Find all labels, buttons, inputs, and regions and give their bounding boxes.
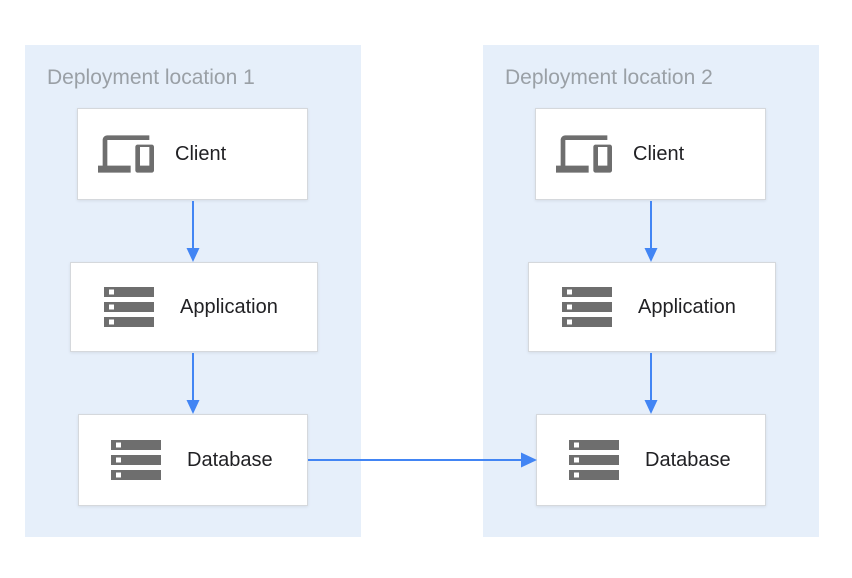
deployment-location-1-panel: Deployment location 1 Client Application <box>25 45 361 537</box>
storage-icon <box>99 277 159 337</box>
node-client-2: Client <box>535 108 766 200</box>
node-label: Client <box>175 142 227 165</box>
node-label: Database <box>645 448 731 471</box>
deployment-location-2-title: Deployment location 2 <box>505 66 713 89</box>
devices-icon <box>98 126 154 182</box>
node-application-2: Application <box>528 262 776 352</box>
devices-icon <box>556 126 612 182</box>
node-label: Database <box>187 448 273 471</box>
node-label: Client <box>633 142 685 165</box>
deployment-location-1-title: Deployment location 1 <box>47 66 255 89</box>
node-database-2: Database <box>536 414 766 506</box>
node-client-1: Client <box>77 108 308 200</box>
node-database-1: Database <box>78 414 308 506</box>
storage-icon <box>557 277 617 337</box>
storage-icon <box>564 430 624 490</box>
deployment-location-2-panel: Deployment location 2 Client Application <box>483 45 819 537</box>
node-application-1: Application <box>70 262 318 352</box>
node-label: Application <box>180 295 278 318</box>
node-label: Application <box>638 295 736 318</box>
storage-icon <box>106 430 166 490</box>
